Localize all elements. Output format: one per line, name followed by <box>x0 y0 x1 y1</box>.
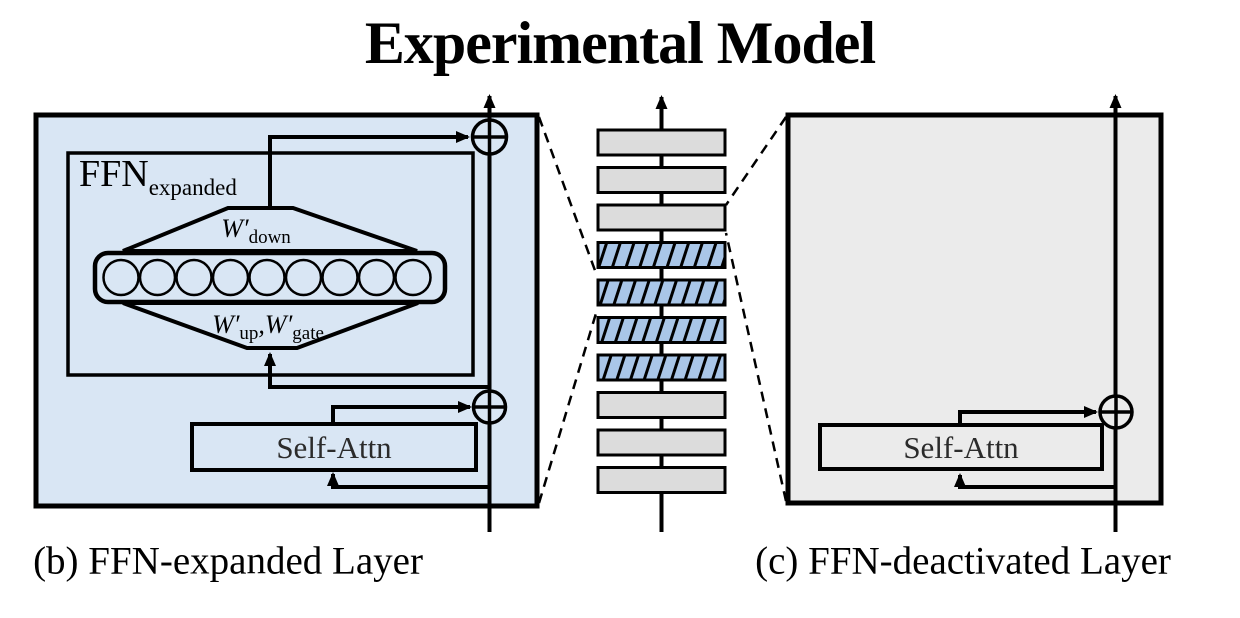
w-up-subscript: up <box>239 323 259 344</box>
ffn-neuron-circle <box>138 258 177 297</box>
caption-right: (c) FFN-deactivated Layer <box>755 539 1171 583</box>
add-operator-attn-right <box>1098 394 1134 430</box>
self-attn-label-right: Self-Attn <box>903 429 1019 465</box>
stack-layer-deactivated <box>596 241 727 269</box>
self-attn-box-right <box>818 423 1104 471</box>
ffn-label-base: FFN <box>79 153 149 195</box>
stack-layer-deactivated <box>596 316 727 344</box>
ffn-neuron-circle <box>394 258 432 297</box>
zoom-connector-dashed-line <box>724 232 788 502</box>
ffn-neuron-circle <box>321 258 359 297</box>
w-up-base: W′ <box>212 310 240 339</box>
self-attn-box-left <box>190 422 478 472</box>
self-attn-label-left: Self-Attn <box>276 429 392 465</box>
ffn-neuron-circle <box>175 258 213 297</box>
w-gate-subscript: gate <box>292 323 324 344</box>
ffn-neuron-circle <box>211 258 250 297</box>
self-attn-output-line-left <box>331 401 472 424</box>
ffn-neuron-circle <box>284 258 323 297</box>
w-up-gate-label: W′up,W′gate <box>212 310 324 344</box>
w-down-base: W′ <box>221 214 249 243</box>
w-down-label: W′down <box>221 214 291 248</box>
ffn-input-branch-line <box>264 352 490 389</box>
stack-layer-deactivated <box>596 353 727 382</box>
stack-layer-normal <box>596 391 727 419</box>
caption-left: (b) FFN-expanded Layer <box>33 539 423 583</box>
ffn-neuron-circle <box>248 258 286 297</box>
layer-stack <box>596 128 727 494</box>
w-down-subscript: down <box>248 227 291 248</box>
zoom-connector-dashed-line <box>724 116 788 206</box>
self-attn-input-line-right <box>954 473 1116 489</box>
self-attn-output-line-right <box>958 406 1098 425</box>
w-separator: , <box>258 310 265 339</box>
w-gate-base: W′ <box>264 310 293 339</box>
add-operator-attn-left <box>471 389 508 425</box>
stack-layer-normal <box>596 128 727 157</box>
ffn-expanded-label: FFNexpanded <box>79 153 237 199</box>
stack-layer-deactivated <box>596 278 727 307</box>
zoom-connector-dashed-line <box>537 309 599 504</box>
stack-layer-normal <box>596 166 727 194</box>
stack-layer-normal <box>596 428 727 457</box>
ffn-neuron-circle <box>102 258 140 297</box>
ffn-neuron-circle <box>357 258 396 297</box>
ffn-output-line <box>268 131 470 208</box>
figure-title: Experimental Model <box>364 10 876 76</box>
self-attn-input-line-left <box>327 472 490 489</box>
zoom-connector-dashed-line <box>537 116 599 277</box>
add-operator-top-left <box>470 118 509 156</box>
ffn-label-subscript: expanded <box>148 175 237 200</box>
stack-layer-normal <box>596 466 727 494</box>
stack-layer-normal <box>596 203 727 232</box>
neuron-row <box>102 258 432 297</box>
